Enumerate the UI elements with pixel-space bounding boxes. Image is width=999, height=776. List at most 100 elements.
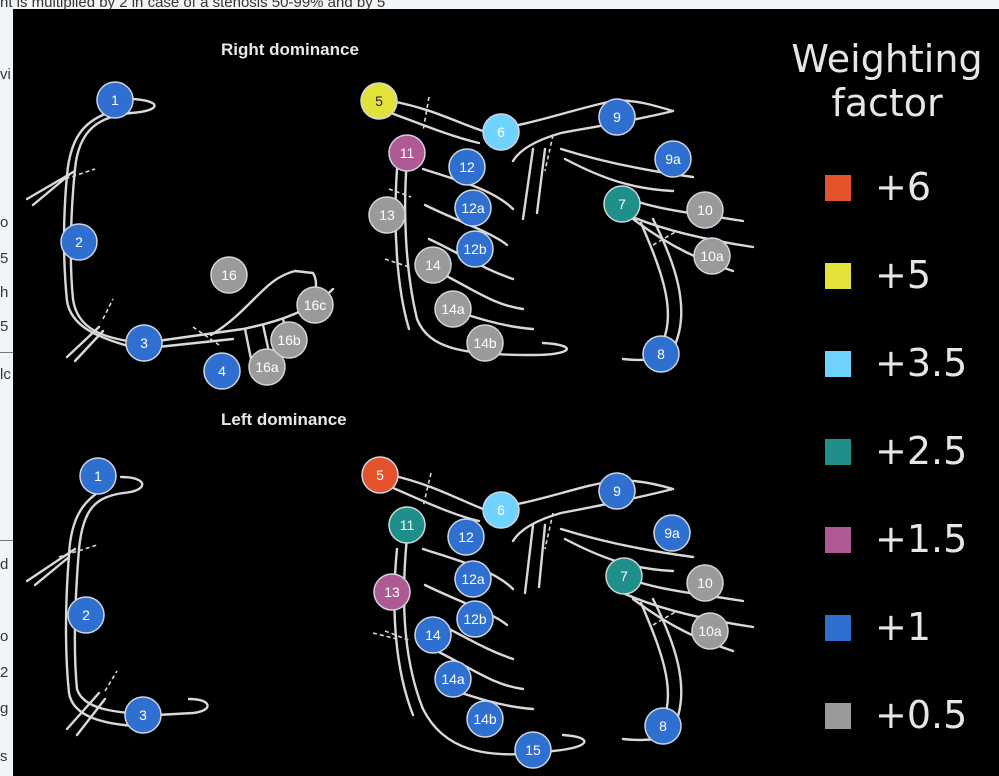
segment-marker-label: 13 — [379, 207, 395, 223]
segment-marker-circle — [644, 707, 682, 745]
segment-marker-label: 6 — [497, 502, 505, 518]
legend-value: +1 — [875, 605, 932, 649]
segment-marker-13: 13 — [373, 573, 411, 611]
vessel-path — [209, 269, 325, 371]
segment-marker-circle — [482, 113, 520, 151]
segment-marker-15: 15 — [514, 731, 552, 769]
segment-marker-label: 14 — [425, 627, 441, 643]
segment-marker-11: 11 — [388, 506, 426, 544]
segment-marker-2: 2 — [67, 596, 105, 634]
vessel-cut-line — [58, 544, 118, 692]
segment-marker-9: 9 — [598, 98, 636, 136]
document-text-line: nt is multiplied by 2 in case of a steno… — [0, 0, 386, 11]
document-text-fragment: h — [0, 284, 9, 301]
segment-marker-circle — [361, 456, 399, 494]
segment-marker-circle — [466, 700, 504, 738]
segment-marker-10a: 10a — [693, 237, 731, 275]
segment-marker-label: 10a — [698, 623, 722, 639]
segment-marker-6: 6 — [482, 113, 520, 151]
segment-marker-circle — [373, 573, 411, 611]
segment-marker-circle — [96, 81, 134, 119]
segment-marker-label: 15 — [525, 742, 541, 758]
document-text-fragment: vi — [0, 66, 11, 83]
legend-swatch — [825, 527, 851, 553]
segment-marker-13: 13 — [368, 196, 406, 234]
segment-marker-label: 7 — [618, 196, 626, 212]
segment-marker-circle — [598, 472, 636, 510]
document-text-fragment: 5 — [0, 318, 9, 335]
segment-marker-label: 16b — [277, 332, 301, 348]
segment-marker-circle — [456, 600, 494, 638]
segment-marker-label: 16a — [255, 359, 279, 375]
vessel-path — [25, 169, 77, 207]
segment-marker-16c: 16c — [296, 286, 334, 324]
document-divider — [0, 540, 14, 541]
legend-value: +2.5 — [875, 429, 968, 473]
segment-marker-circle — [434, 290, 472, 328]
legend-swatch — [825, 351, 851, 377]
segment-marker-circle — [210, 256, 248, 294]
segment-marker-label: 10a — [700, 248, 724, 264]
vessel-path — [523, 523, 547, 595]
segment-marker-circle — [368, 196, 406, 234]
segment-marker-11: 11 — [388, 134, 426, 172]
segment-marker-circle — [388, 506, 426, 544]
segment-marker-label: 4 — [218, 363, 226, 379]
legend-swatch — [825, 263, 851, 289]
segment-marker-circle — [514, 731, 552, 769]
document-divider — [0, 352, 14, 353]
panel-title-right-dominance: Right dominance — [221, 40, 359, 59]
legend-value: +6 — [875, 165, 932, 209]
segment-marker-label: 14b — [473, 335, 497, 351]
legend-value: +5 — [875, 253, 932, 297]
segment-marker-9a: 9a — [653, 514, 691, 552]
document-text-fragment: lc — [0, 366, 11, 383]
segment-marker-8: 8 — [644, 707, 682, 745]
segment-marker-2: 2 — [60, 223, 98, 261]
segment-marker-circle — [296, 286, 334, 324]
segment-marker-label: 12b — [463, 241, 487, 257]
segment-marker-circle — [434, 660, 472, 698]
segment-marker-circle — [360, 82, 398, 120]
segment-marker-circle — [124, 696, 162, 734]
vessel-path — [394, 157, 568, 357]
segment-marker-circle — [125, 324, 163, 362]
segment-marker-14b: 14b — [466, 324, 504, 362]
legend-value: +3.5 — [875, 341, 968, 385]
segment-marker-label: 12a — [461, 200, 485, 216]
segment-marker-label: 14b — [473, 711, 497, 727]
segment-marker-8: 8 — [642, 335, 680, 373]
segment-marker-circle — [642, 335, 680, 373]
segment-markers-right-dominance: 12341616a16b16c56111212a12b131414a14b99a… — [60, 81, 731, 390]
vessel-cut-line — [58, 168, 220, 346]
vessel-path — [393, 535, 586, 756]
segment-marker-label: 16c — [304, 297, 327, 313]
vessel-tree-left-dominance — [25, 472, 755, 756]
segment-marker-label: 1 — [94, 468, 102, 484]
segment-marker-label: 12 — [459, 159, 475, 175]
legend-value: +1.5 — [875, 517, 968, 561]
segment-marker-label: 8 — [659, 718, 667, 734]
segment-marker-label: 7 — [620, 568, 628, 584]
segment-marker-7: 7 — [605, 557, 643, 595]
segment-marker-circle — [203, 352, 241, 390]
segment-marker-circle — [79, 457, 117, 495]
segment-marker-circle — [447, 518, 485, 556]
segment-marker-16: 16 — [210, 256, 248, 294]
segment-marker-3: 3 — [124, 696, 162, 734]
segment-marker-circle — [603, 185, 641, 223]
legend-swatch — [825, 175, 851, 201]
segment-marker-label: 14a — [441, 301, 465, 317]
segment-marker-circle — [60, 223, 98, 261]
segment-marker-label: 5 — [375, 93, 383, 109]
segment-marker-9: 9 — [598, 472, 636, 510]
segment-marker-9a: 9a — [654, 140, 692, 178]
vessel-path — [65, 691, 107, 737]
segment-marker-circle — [414, 616, 452, 654]
segment-marker-label: 12 — [458, 529, 474, 545]
legend-swatch — [825, 439, 851, 465]
segment-marker-10: 10 — [686, 191, 724, 229]
segment-marker-circle — [448, 148, 486, 186]
segment-marker-label: 16 — [221, 267, 237, 283]
vessel-path — [64, 487, 151, 729]
